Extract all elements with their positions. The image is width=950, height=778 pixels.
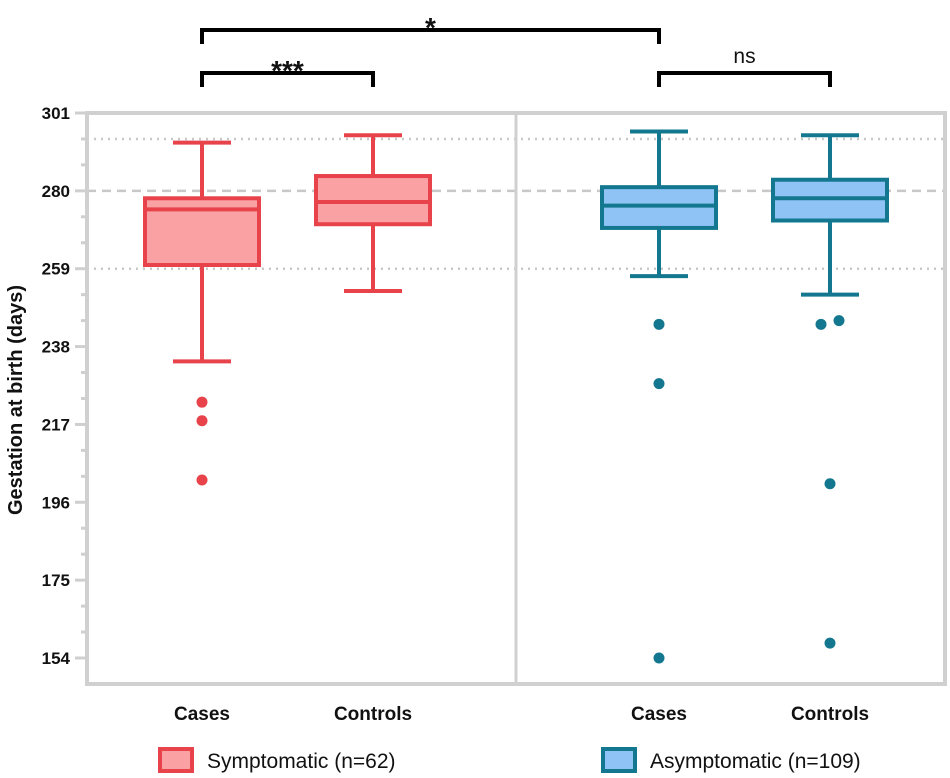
significance-label: *** bbox=[271, 55, 304, 86]
outlier-point bbox=[196, 396, 208, 408]
x-category-label: Controls bbox=[791, 704, 869, 725]
y-tick-label: 301 bbox=[42, 104, 70, 123]
significance-label: * bbox=[425, 12, 436, 43]
box-plots bbox=[143, 129, 889, 664]
legend-label: Asymptomatic (n=109) bbox=[650, 750, 861, 773]
x-category-label: Cases bbox=[631, 704, 687, 725]
outlier-point bbox=[196, 415, 208, 427]
outlier-point bbox=[196, 474, 208, 486]
outlier-point bbox=[824, 637, 836, 649]
y-tick-label: 196 bbox=[42, 493, 70, 512]
legend-swatch bbox=[158, 747, 194, 773]
outlier-point bbox=[824, 478, 836, 490]
significance-bracket bbox=[200, 28, 661, 44]
x-category-label: Cases bbox=[174, 704, 230, 725]
y-tick-label: 217 bbox=[42, 415, 70, 434]
outlier-point bbox=[653, 318, 665, 330]
legend: Symptomatic (n=62) Asymptomatic (n=109) bbox=[158, 747, 861, 773]
y-tick-label: 175 bbox=[42, 571, 70, 590]
y-tick-label: 280 bbox=[42, 182, 70, 201]
legend-swatch bbox=[601, 747, 637, 773]
y-tick-label: 259 bbox=[42, 260, 70, 279]
x-category-label: Controls bbox=[334, 704, 412, 725]
outlier-point bbox=[815, 318, 827, 330]
y-axis-title: Gestation at birth (days) bbox=[5, 285, 27, 515]
outlier-point bbox=[653, 378, 665, 390]
significance-brackets: ****ns bbox=[200, 12, 832, 87]
y-tick-label: 154 bbox=[42, 649, 71, 668]
y-tick-label: 238 bbox=[42, 338, 70, 357]
significance-bracket bbox=[657, 71, 832, 87]
legend-label: Symptomatic (n=62) bbox=[207, 750, 396, 773]
outlier-point bbox=[833, 315, 845, 327]
x-axis-labels: Cases Controls Cases Controls bbox=[174, 704, 869, 725]
significance-bracket bbox=[200, 71, 375, 87]
significance-label: ns bbox=[733, 45, 755, 68]
outlier-point bbox=[653, 652, 665, 664]
y-axis: 301 280 259 238 217 196 175 154 bbox=[42, 104, 89, 668]
